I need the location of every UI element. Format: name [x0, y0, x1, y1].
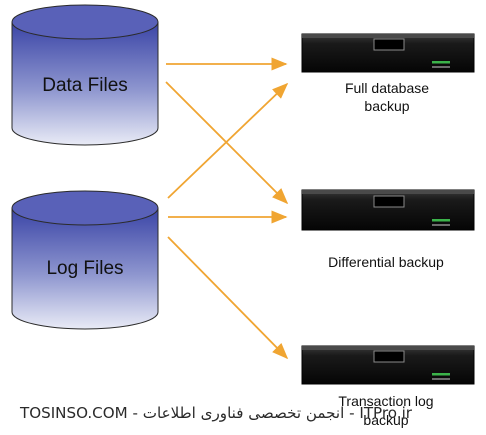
data-files-label: Data Files	[42, 75, 128, 96]
transaction-log-backup-drive-slot	[373, 350, 405, 363]
arrow-log-to-full	[167, 82, 289, 199]
full-backup-device-chassis	[301, 33, 475, 73]
log-files-cylinder-body	[11, 207, 159, 330]
data-files-cylinder-top	[11, 4, 159, 40]
full-backup-indicator-row	[432, 66, 450, 68]
log-files-cylinder-top	[11, 190, 159, 226]
differential-backup-drive-slot	[373, 195, 405, 208]
data-files-database: Data Files	[11, 4, 159, 146]
full-backup-device: Full database backup	[301, 33, 475, 114]
arrow-log-to-transaction-log	[167, 236, 289, 360]
full-backup-label-line-2: backup	[364, 98, 409, 114]
transaction-log-backup-indicator-row	[432, 378, 450, 380]
differential-backup-status-led	[432, 219, 450, 222]
transaction-log-backup-device-top-edge	[302, 346, 474, 350]
connector-arrows	[165, 57, 289, 360]
watermark-text: TOSINSO.COM - انجمن تخصصی فناوری اطلاعات…	[19, 404, 413, 422]
differential-backup-indicator-row	[432, 224, 450, 226]
differential-backup-device-top-edge	[302, 190, 474, 194]
full-backup-drive-slot	[373, 38, 405, 51]
differential-backup-device: Differential backup	[301, 189, 475, 270]
full-backup-device-top-edge	[302, 34, 474, 38]
transaction-log-backup-device: Transaction log backup	[301, 345, 475, 428]
full-backup-status-led	[432, 61, 450, 64]
transaction-log-backup-label-line-1: Transaction log	[338, 393, 433, 409]
log-files-database: Log Files	[11, 190, 159, 330]
transaction-log-backup-status-led	[432, 373, 450, 376]
data-files-cylinder-body	[11, 21, 159, 146]
full-backup-label-line-1: Full database	[345, 80, 429, 96]
differential-backup-label: Differential backup	[328, 254, 444, 270]
transaction-log-backup-label-line-2: backup	[363, 412, 408, 428]
log-files-label: Log Files	[46, 258, 123, 279]
